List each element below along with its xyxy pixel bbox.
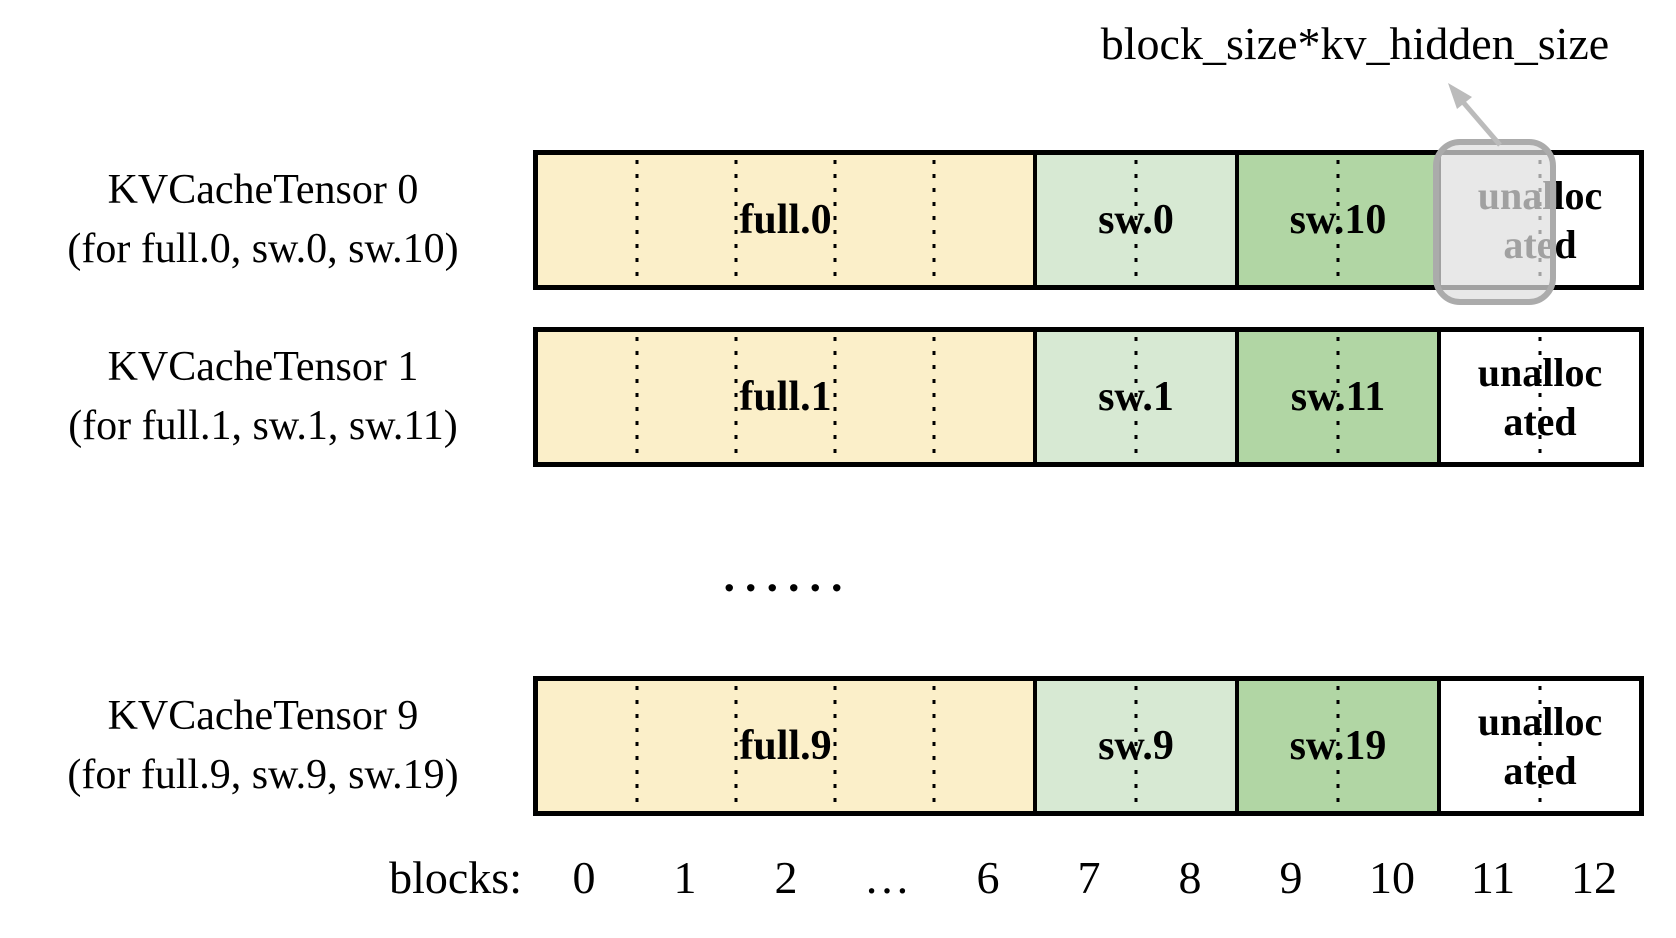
tensor-row-9: KVCacheTensor 9 (for full.9, sw.9, sw.19… [0,676,1676,816]
dotted-divider [635,686,639,806]
dotted-divider [1538,337,1542,457]
kv-cache-bar: full.9 sw.9 sw.19 unallocated [533,676,1644,816]
dotted-divider [635,337,639,457]
tensor-row-9-label: KVCacheTensor 9 (for full.9, sw.9, sw.19… [22,687,504,805]
full-attention-region: full.9 [538,681,1037,811]
block-tick-11: 11 [1470,852,1516,903]
block-tick-7: 7 [1077,852,1101,903]
block-tick-6: 6 [976,852,1000,903]
tensor-subtitle: (for full.1, sw.1, sw.11) [68,403,458,449]
tensor-subtitle: (for full.9, sw.9, sw.19) [67,752,459,798]
dotted-divider [734,337,738,457]
unallocated-label: unallocated [1477,350,1603,444]
sliding-window-region: sw.1 [1037,332,1239,462]
dotted-divider [932,160,936,280]
block-tick-1: 1 [673,852,697,903]
tensor-row-1: KVCacheTensor 1 (for full.1, sw.1, sw.11… [0,327,1676,467]
full-region-label: full.1 [739,374,832,420]
full-region-label: full.0 [739,197,832,243]
dotted-divider [1538,686,1542,806]
rows-ellipsis: ...... [723,550,853,601]
sliding-window-region: sw.0 [1037,155,1239,285]
blocks-axis: blocks: 0 1 2 … 6 7 8 9 10 11 12 [0,852,1676,912]
dotted-divider [833,160,837,280]
sw-region-label: sw.1 [1098,374,1174,420]
dotted-divider [1134,160,1138,280]
dotted-divider [1336,686,1340,806]
block-size-annotation: block_size*kv_hidden_size [1100,18,1610,69]
sliding-window-region: sw.9 [1037,681,1239,811]
tensor-row-1-label: KVCacheTensor 1 (for full.1, sw.1, sw.11… [22,338,504,456]
dotted-divider [833,337,837,457]
full-region-label: full.9 [739,723,832,769]
dotted-divider [734,160,738,280]
dotted-divider [1336,337,1340,457]
block-tick-8: 8 [1178,852,1202,903]
sliding-window-region-2: sw.10 [1239,155,1441,285]
dotted-divider [1134,337,1138,457]
blocks-axis-label: blocks: [389,852,522,903]
block-tick-0: 0 [572,852,596,903]
kv-cache-bar: full.1 sw.1 sw.11 unallocated [533,327,1644,467]
tensor-row-0: KVCacheTensor 0 (for full.0, sw.0, sw.10… [0,150,1676,290]
dotted-divider [932,686,936,806]
sw2-region-label: sw.19 [1289,723,1387,769]
tensor-title: KVCacheTensor 9 [107,693,419,739]
block-tick-12: 12 [1571,852,1617,903]
sw-region-label: sw.0 [1098,197,1174,243]
sw-region-label: sw.9 [1098,723,1174,769]
dotted-divider [1336,160,1340,280]
tensor-title: KVCacheTensor 1 [107,344,419,390]
block-tick-ellipsis: … [864,852,910,903]
full-attention-region: full.1 [538,332,1037,462]
dotted-divider [1134,686,1138,806]
tensor-row-0-label: KVCacheTensor 0 (for full.0, sw.0, sw.10… [22,161,504,279]
unallocated-region: unallocated [1441,681,1639,811]
sw2-region-label: sw.10 [1289,197,1387,243]
arrow-head [1448,83,1472,109]
sw2-region-label: sw.11 [1290,374,1386,420]
full-attention-region: full.0 [538,155,1037,285]
dotted-divider [635,160,639,280]
dotted-divider [833,686,837,806]
dotted-divider [932,337,936,457]
sliding-window-region-2: sw.11 [1239,332,1441,462]
block-tick-2: 2 [774,852,798,903]
block-tick-9: 9 [1279,852,1303,903]
tensor-subtitle: (for full.0, sw.0, sw.10) [67,226,459,272]
block-tick-10: 10 [1369,852,1415,903]
block-size-highlight-box [1433,139,1556,305]
dotted-divider [734,686,738,806]
tensor-title: KVCacheTensor 0 [107,167,419,213]
unallocated-label: unallocated [1477,699,1603,793]
sliding-window-region-2: sw.19 [1239,681,1441,811]
unallocated-region: unallocated [1441,332,1639,462]
